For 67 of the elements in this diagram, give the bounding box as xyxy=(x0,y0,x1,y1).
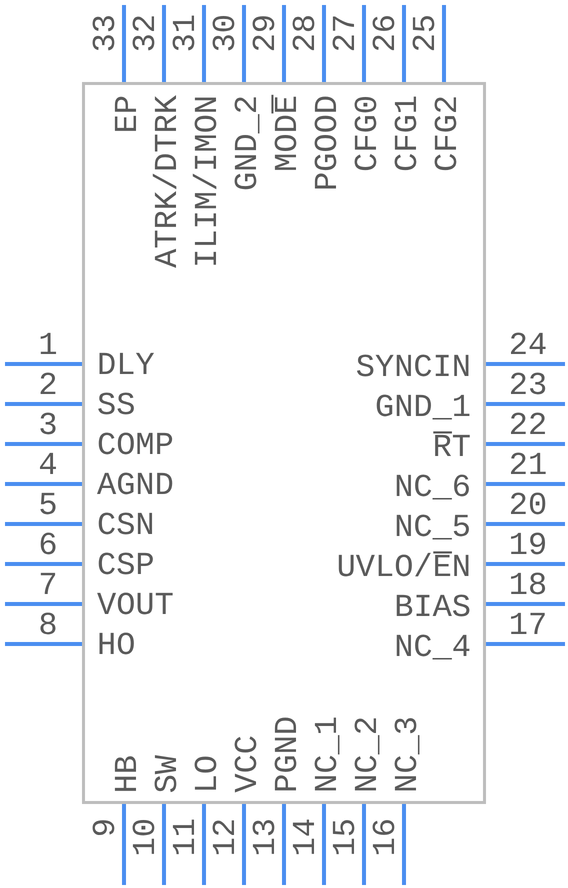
pin-number: 33 xyxy=(90,14,122,52)
pin-number: 6 xyxy=(37,530,59,562)
pin-number: 16 xyxy=(370,818,402,856)
pin-name: MODE̅ xyxy=(272,95,304,172)
pin-name: LO xyxy=(192,754,224,793)
pin-name: NC_1 xyxy=(312,716,344,793)
pin-name: SS xyxy=(97,390,136,422)
pin-name: UVLO/E̅N xyxy=(336,552,471,584)
pin-name: AGND xyxy=(97,470,174,502)
pin-name: ILIM/IMON xyxy=(192,95,224,268)
pin-name: CFG2 xyxy=(432,95,464,172)
pin-number: 5 xyxy=(37,490,59,522)
pin-name: SYNCIN xyxy=(356,352,471,384)
pin-name: GND_2 xyxy=(232,95,264,192)
pin-number: 28 xyxy=(290,14,322,52)
pin-number: 26 xyxy=(370,14,402,52)
pin-number: 24 xyxy=(508,330,548,362)
pin-name: NC_6 xyxy=(394,472,471,504)
pin-number: 23 xyxy=(508,370,548,402)
pin-name: NC_3 xyxy=(392,716,424,793)
pin-name: COMP xyxy=(97,430,174,462)
pin-number: 4 xyxy=(37,450,59,482)
chip-body xyxy=(82,82,486,804)
pin-name: R̅T xyxy=(432,432,471,464)
pin-name: ATRK/DTRK xyxy=(152,95,184,268)
pin-number: 15 xyxy=(330,818,362,856)
pin-number: 1 xyxy=(37,330,59,362)
pin-name: NC_5 xyxy=(394,512,471,544)
pin-number: 9 xyxy=(90,818,122,838)
pin-number: 22 xyxy=(508,410,548,442)
pin-number: 17 xyxy=(508,610,548,642)
pin-number: 7 xyxy=(37,570,59,602)
pin-number: 32 xyxy=(130,14,162,52)
pin-name: NC_2 xyxy=(352,716,384,793)
pin-name: CFG1 xyxy=(392,95,424,172)
pin-name: BIAS xyxy=(394,592,471,624)
pin-name: CSN xyxy=(97,510,155,542)
pin-name: VCC xyxy=(232,735,264,793)
pin-number: 13 xyxy=(250,818,282,856)
pin-number: 11 xyxy=(170,818,202,856)
pin-number: 30 xyxy=(210,14,242,52)
pin-number: 14 xyxy=(290,818,322,856)
pin-name: NC_4 xyxy=(394,632,471,664)
pin-name: PGOOD xyxy=(312,95,344,192)
pin-number: 10 xyxy=(130,818,162,856)
pin-number: 3 xyxy=(37,410,59,442)
pin-number: 8 xyxy=(37,610,59,642)
pin-name: PGND xyxy=(272,716,304,793)
pin-number: 18 xyxy=(508,570,548,602)
pin-name: GND_1 xyxy=(374,392,471,424)
pin-number: 12 xyxy=(210,818,242,856)
pin-number: 31 xyxy=(170,14,202,52)
pin-number: 29 xyxy=(250,14,282,52)
pin-name: HO xyxy=(97,630,136,662)
pin-name: DLY xyxy=(97,350,155,382)
pin-number: 21 xyxy=(508,450,548,482)
pin-number: 20 xyxy=(508,490,548,522)
pin-number: 2 xyxy=(37,370,59,402)
pin-name: SW xyxy=(152,754,184,793)
pin-name: CFG0 xyxy=(352,95,384,172)
pin-number: 19 xyxy=(508,530,548,562)
pin-name: VOUT xyxy=(97,590,174,622)
pin-name: CSP xyxy=(97,550,155,582)
pin-number: 27 xyxy=(330,14,362,52)
pin-name: EP xyxy=(112,95,144,134)
pin-name: HB xyxy=(112,754,144,793)
pin-number: 25 xyxy=(410,14,442,52)
